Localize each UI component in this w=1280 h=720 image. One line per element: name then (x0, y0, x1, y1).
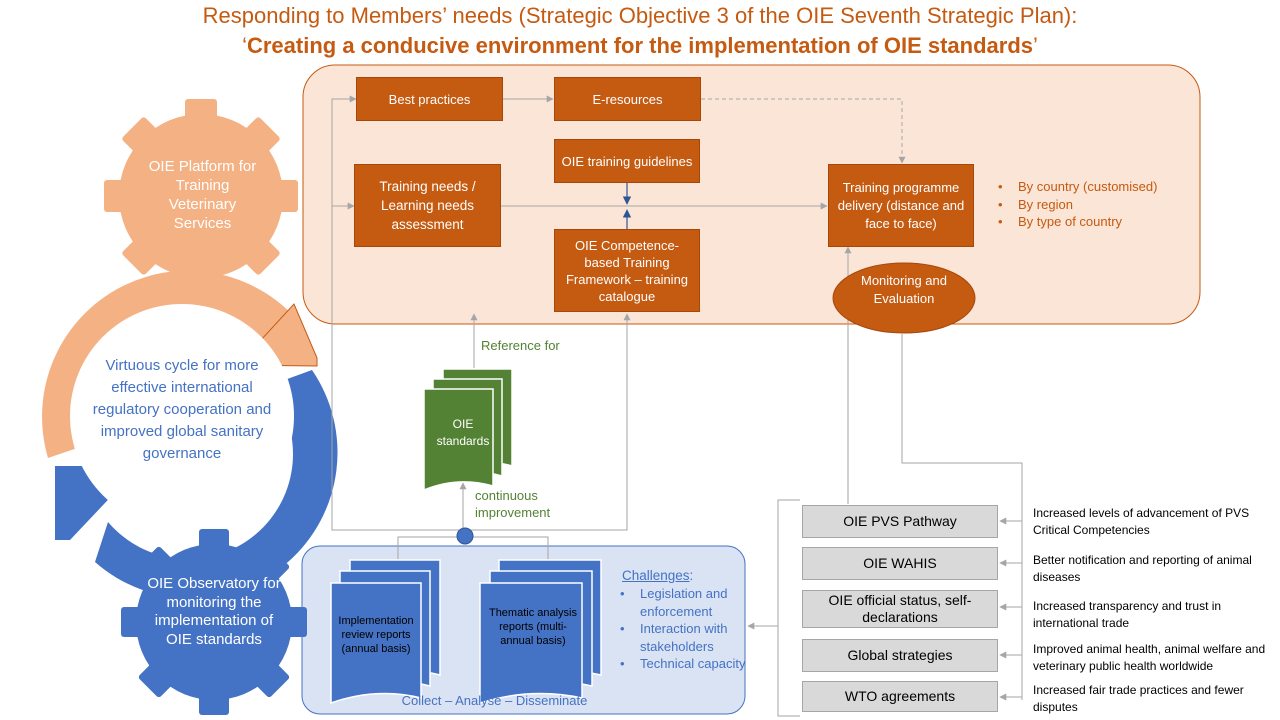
platform-label: OIE Platform for Training Veterinary Ser… (148, 158, 257, 232)
challenge-item: Legislation and enforcement (640, 585, 760, 620)
cycle-ring-orange (42, 270, 304, 458)
cycle-ring-blue (95, 370, 338, 599)
cycle-node (456, 527, 474, 545)
title-line-1: Responding to Members’ needs (Strategic … (202, 3, 1078, 28)
guidelines-box: OIE training guidelines (554, 139, 700, 183)
delivery-box: Training programme delivery (distance an… (828, 164, 974, 247)
standards-label: OIE standards (436, 417, 490, 448)
challenges-list: Legislation and enforcement Interaction … (620, 585, 760, 673)
report2-label: Thematic analysis reports (multi-annual … (488, 607, 578, 647)
challenge-item: Technical capacity (640, 655, 760, 673)
cycle-center (70, 304, 294, 528)
challenge-item: Interaction with stakeholders (640, 620, 760, 655)
delivery-mode-item: By region (1018, 196, 1208, 214)
report1-stack (330, 559, 441, 705)
delivery-modes-list: By country (customised) By region By typ… (998, 178, 1208, 231)
challenges-title-text: Challenges (622, 568, 690, 583)
reference-for-label: Reference for (481, 338, 560, 353)
delivery-mode-item: By type of country (1018, 213, 1208, 231)
monitoring-ellipse (832, 262, 976, 334)
report1-label: Implementation review reports (annual ba… (338, 615, 414, 655)
source-official-status: OIE official status, self-declarations (802, 590, 998, 628)
challenges-title: Challenges: (622, 567, 742, 584)
outcome-wahis: Better notification and reporting of ani… (1033, 553, 1252, 584)
title-open-quote: ‘ (242, 33, 247, 58)
title-line-2: ‘Creating a conducive environment for th… (0, 33, 1280, 59)
source-wto-agreements: WTO agreements (802, 681, 998, 712)
platform-gear (104, 99, 298, 293)
title-close-quote: ’ (1033, 33, 1038, 58)
source-wahis: OIE WAHIS (802, 547, 998, 580)
best-practices-box: Best practices (356, 77, 503, 121)
observatory-gear (121, 529, 307, 715)
standards-stack (423, 368, 513, 492)
training-needs-box: Training needs / Learning needs assessme… (354, 164, 501, 247)
monitoring-label: Monitoring and Evaluation (861, 273, 947, 306)
e-resources-box: E-resources (554, 77, 701, 121)
collect-analyse-disseminate: Collect – Analyse – Disseminate (401, 693, 588, 708)
continuous-improvement-label: continuous improvement (475, 488, 551, 520)
framework-box: OIE Competence-based Training Framework … (554, 229, 700, 312)
source-pvs-pathway: OIE PVS Pathway (802, 505, 998, 538)
outcome-pvs: Increased levels of advancement of PVS C… (1033, 506, 1250, 537)
challenges-colon: : (689, 568, 694, 583)
observatory-label: OIE Observatory for monitoring the imple… (147, 575, 281, 648)
outcome-global-strategies: Improved animal health, animal welfare a… (1033, 642, 1266, 673)
source-global-strategies: Global strategies (802, 639, 998, 672)
virtuous-cycle-label: Virtuous cycle for more effective intern… (92, 357, 272, 462)
outcome-official-status: Increased transparency and trust in inte… (1033, 599, 1222, 630)
title-line-2-text: Creating a conducive environment for the… (246, 33, 1034, 58)
report2-stack (479, 559, 602, 705)
delivery-mode-item: By country (customised) (1018, 178, 1208, 196)
outcome-wto: Increased fair trade practices and fewer… (1033, 683, 1244, 714)
